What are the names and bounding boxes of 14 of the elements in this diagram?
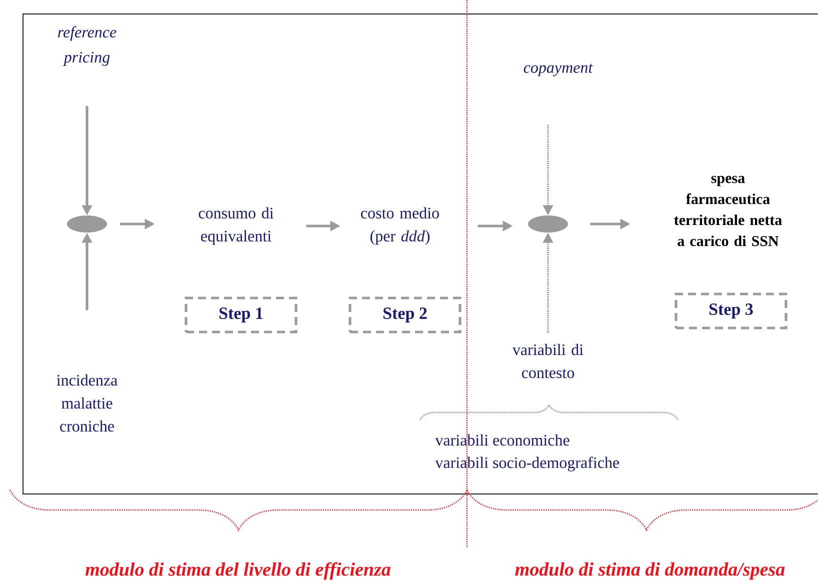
output-label: spesa farmaceutica territoriale netta a carico di SSN bbox=[674, 176, 782, 246]
step-box: Step 2 bbox=[348, 296, 462, 334]
module-title: modulo di stima di domanda/spesa bbox=[515, 562, 785, 580]
variable-label: variabili economiche bbox=[435, 434, 570, 446]
input-label: incidenza malattie croniche bbox=[56, 374, 118, 432]
step-box: Step 1 bbox=[184, 296, 298, 334]
variable-label: variabili socio-demografiche bbox=[435, 456, 620, 472]
input-label: variabili di contesto bbox=[512, 344, 584, 378]
process-label: consumo di equivalenti bbox=[198, 207, 274, 245]
process-label: costo medio (per ddd) bbox=[361, 207, 439, 245]
input-label: reference pricing bbox=[58, 26, 116, 66]
input-label: copayment bbox=[524, 64, 593, 76]
module-title: modulo di stima del livello di efficienza bbox=[86, 562, 390, 580]
step-box: Step 3 bbox=[674, 292, 788, 330]
